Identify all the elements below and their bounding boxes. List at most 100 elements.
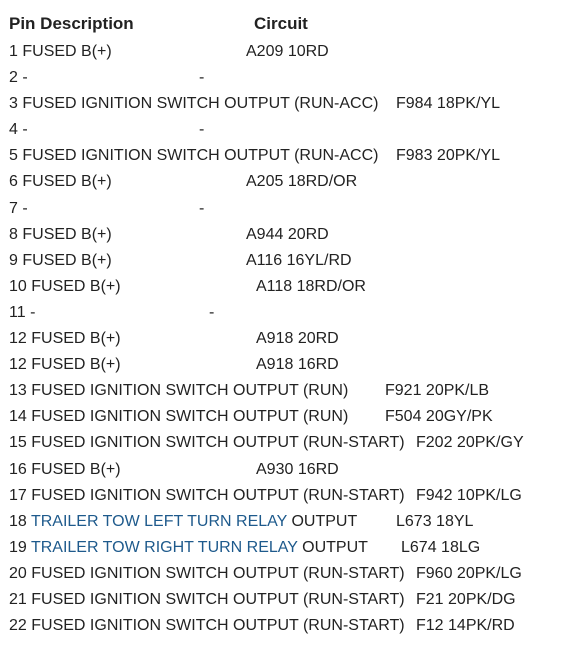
list-item: 4 -- [0,117,566,143]
list-item: 14 FUSED IGNITION SWITCH OUTPUT (RUN) F50… [0,404,566,430]
description-text: FUSED B(+) [22,43,112,60]
description-text: FUSED B(+) [22,225,112,243]
description-text: FUSED IGNITION SWITCH OUTPUT (RUN) [31,408,349,426]
pin-number: 21 [9,590,27,608]
pin-number: 11 [9,303,26,321]
table-header: Pin Description Circuit [0,12,566,36]
pin-number: 14 [9,408,27,426]
pin-number: 1 [9,43,18,60]
pin-description: 12 FUSED B(+) [9,352,121,378]
list-item: 20 FUSED IGNITION SWITCH OUTPUT (RUN-STA… [0,561,566,587]
pin-description: 12 FUSED B(+) [9,326,121,352]
circuit-header: Circuit [254,14,308,33]
circuit-code: - [199,199,205,217]
pin-number: 19 [9,538,27,556]
pin-description: 15 FUSED IGNITION SWITCH OUTPUT (RUN-STA… [9,430,405,456]
circuit-code: A918 20RD [256,330,339,348]
list-item: 18 TRAILER TOW LEFT TURN RELAY OUTPUT L67… [0,509,566,535]
pin-description: 14 FUSED IGNITION SWITCH OUTPUT (RUN) [9,404,348,430]
relay-link[interactable]: TRAILER TOW RIGHT TURN RELAY [30,538,298,556]
pin-description: 22 FUSED IGNITION SWITCH OUTPUT (RUN-STA… [9,613,405,639]
list-item: 12 FUSED B(+) A918 20RD [0,326,566,352]
circuit-code: - [199,69,205,87]
description-text: FUSED IGNITION SWITCH OUTPUT (RUN) [31,382,349,400]
circuit-code: F21 20PK/DG [416,590,516,608]
pin-description: 10 FUSED B(+) [9,274,121,300]
circuit-code: A918 16RD [256,356,339,374]
pin-number: 10 [9,277,27,295]
pin-description: 4 - [9,117,28,143]
circuit-code: F942 10PK/LG [416,486,522,504]
list-item: 3 FUSED IGNITION SWITCH OUTPUT (RUN-ACC)… [0,91,566,117]
list-item: 11 -- [0,300,566,326]
pin-description: 7 - [9,196,28,222]
pin-description: 16 FUSED B(+) [9,457,121,483]
pin-number: 3 [9,95,18,113]
pin-description: 1 FUSED B(+) [9,39,112,65]
pin-description: 18 TRAILER TOW LEFT TURN RELAY OUTPUT [9,509,357,535]
list-item: 17 FUSED IGNITION SWITCH OUTPUT (RUN-STA… [0,483,566,509]
pin-description: 6 FUSED B(+) [9,169,112,195]
pin-number: 12 [9,356,27,374]
circuit-code: F504 20GY/PK [385,408,493,426]
description-text: OUTPUT [302,538,368,556]
pin-description: 8 FUSED B(+) [9,222,112,248]
pin-number: 12 [9,330,27,348]
list-item: 22 FUSED IGNITION SWITCH OUTPUT (RUN-STA… [0,613,566,639]
pin-number: 20 [9,564,27,582]
pin-number: 7 [9,199,18,217]
pin-description: 13 FUSED IGNITION SWITCH OUTPUT (RUN) [9,378,348,404]
pin-description: 11 - [9,300,35,326]
description-text: - [30,303,36,321]
pin-number: 17 [9,486,27,504]
pin-number: 5 [9,147,18,165]
pin-number: 18 [9,512,27,530]
circuit-code: - [209,303,215,321]
circuit-code: L674 18LG [401,538,481,556]
pin-number: 2 [9,69,18,87]
description-text: FUSED IGNITION SWITCH OUTPUT (RUN-START) [31,564,405,582]
description-text: FUSED IGNITION SWITCH OUTPUT (RUN-START) [31,434,405,452]
list-item: 12 FUSED B(+) A918 16RD [0,352,566,378]
pin-number: 8 [9,225,18,243]
circuit-code: F202 20PK/GY [416,434,524,452]
pin-description: 21 FUSED IGNITION SWITCH OUTPUT (RUN-STA… [9,587,405,613]
description-text: FUSED IGNITION SWITCH OUTPUT (RUN-START) [31,486,405,504]
circuit-code: F984 18PK/YL [396,95,501,113]
circuit-code: A118 18RD/OR [256,277,366,295]
list-item: 1 FUSED B(+)A209 10RD [0,39,566,65]
list-item: 9 FUSED B(+) A116 16YL/RD [0,248,566,274]
circuit-code: F960 20PK/LG [416,564,522,582]
circuit-code: F12 14PK/RD [416,617,515,635]
list-item: 15 FUSED IGNITION SWITCH OUTPUT (RUN-STA… [0,430,566,456]
list-item: 10 FUSED B(+) A118 18RD/OR [0,274,566,300]
description-text: OUTPUT [291,512,358,530]
pin-description-header: Pin Description [9,14,134,33]
circuit-code: F983 20PK/YL [396,147,501,165]
list-item: 2 -- [0,65,566,91]
list-item: 5 FUSED IGNITION SWITCH OUTPUT (RUN-ACC)… [0,143,566,169]
description-text: FUSED B(+) [31,356,121,374]
list-item: 8 FUSED B(+) A944 20RD [0,222,566,248]
list-item: 21 FUSED IGNITION SWITCH OUTPUT (RUN-STA… [0,587,566,613]
circuit-code: F921 20PK/LB [385,382,490,400]
list-item: 19 TRAILER TOW RIGHT TURN RELAY OUTPUT L6… [0,535,566,561]
list-item: 7 - - [0,196,566,222]
pin-description: 2 - [9,65,28,91]
pin-description: 5 FUSED IGNITION SWITCH OUTPUT (RUN-ACC) [9,143,379,169]
description-text: FUSED IGNITION SWITCH OUTPUT (RUN-START) [31,590,405,608]
description-text: - [22,69,28,87]
pin-number: 6 [9,173,18,191]
circuit-code: A116 16YL/RD [246,251,352,269]
description-text: - [22,121,28,139]
list-item: 13 FUSED IGNITION SWITCH OUTPUT (RUN) F92… [0,378,566,404]
circuit-code: A944 20RD [246,225,329,243]
pin-description: 20 FUSED IGNITION SWITCH OUTPUT (RUN-STA… [9,561,405,587]
circuit-code: L673 18YL [396,512,474,530]
pin-number: 4 [9,121,18,139]
relay-link[interactable]: TRAILER TOW LEFT TURN RELAY [30,512,288,530]
pin-description: 9 FUSED B(+) [9,248,112,274]
description-text: FUSED IGNITION SWITCH OUTPUT (RUN-ACC) [22,95,379,113]
description-text: FUSED IGNITION SWITCH OUTPUT (RUN-ACC) [22,147,379,165]
pin-number: 9 [9,251,18,269]
